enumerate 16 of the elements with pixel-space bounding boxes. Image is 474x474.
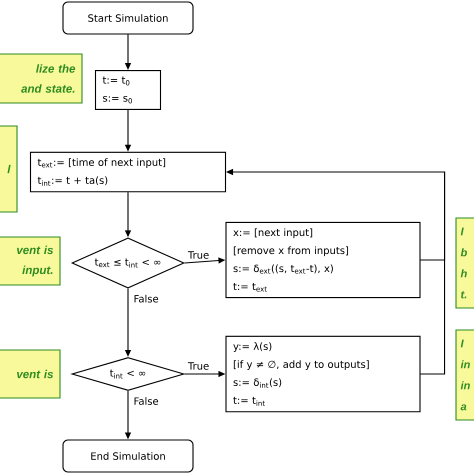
terminal-box: Start Simulation (62, 1, 194, 35)
terminal-box: End Simulation (62, 439, 194, 473)
process-box: t$_{ext}$:= [time of next input] t$_{int}$:= t + ta(s) (30, 152, 226, 192)
edge-label: True (186, 250, 210, 260)
process-box: y:= λ(s) [if y ≠ ∅, add y to outputs] s:= δ$_{int}$(s) t:= t$_{int}$ (225, 336, 421, 412)
edge-label: True (186, 361, 210, 371)
edge-label: False (132, 396, 160, 406)
note-box: vent is input. (0, 236, 61, 286)
process-box: t:= t$_{0}$ s:= s$_{0}$ (94, 70, 162, 110)
note-box: I b h t. (455, 217, 474, 309)
note-box: vent is (0, 349, 61, 399)
process-box: x:= [next input] [remove x from inputs] s:= δ$_{ext}$((s, t$_{ext}$-t), x) t:= t$_{ext}$ (225, 222, 421, 298)
edge-label: False (132, 294, 160, 304)
note-box: lize the and state. (0, 53, 83, 104)
note-box: l (0, 125, 18, 213)
note-box: I in in a (455, 329, 474, 421)
